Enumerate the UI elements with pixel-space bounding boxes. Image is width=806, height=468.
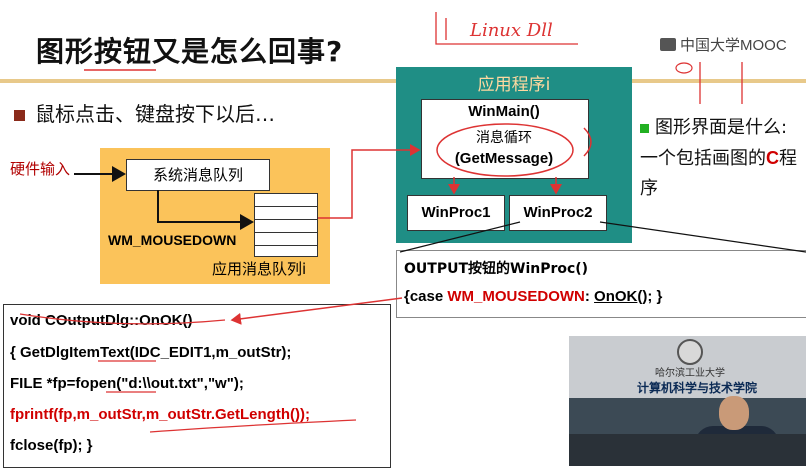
winproc2-to-output-right-line (599, 221, 806, 253)
video-desk (569, 434, 806, 466)
code-line-2: { GetDlgItemText(IDC_EDIT1,m_outStr); (10, 344, 292, 361)
app-panel-title: 应用程序i (477, 75, 551, 95)
case-prefix: {case (404, 288, 448, 305)
winproc2-box: WinProc2 (509, 195, 607, 231)
getmessage-label: (GetMessage) (454, 150, 554, 167)
lecturer-head (719, 396, 749, 430)
mooc-logo: 中国大学MOOC (660, 34, 787, 55)
video-sign-line1: 哈尔滨工业大学 (655, 368, 725, 379)
system-queue-box: 系统消息队列 (126, 159, 270, 191)
winproc1-box: WinProc1 (407, 195, 505, 231)
code-box (3, 304, 391, 468)
video-sign-line2: 计算机科学与技术学院 (637, 381, 758, 395)
bullet1-text: 鼠标点击、键盘按下以后… (35, 102, 275, 126)
case-message: WM_MOUSEDOWN (447, 288, 585, 305)
gui-text-c: C (766, 148, 779, 168)
code-underline-4 (149, 419, 357, 433)
code-line-1: void COutputDlg::OnOK() (10, 312, 193, 329)
case-colon: : (584, 288, 595, 305)
app-queue-box (254, 193, 318, 257)
loop-annotation (583, 127, 592, 157)
output-winproc-box (396, 250, 806, 318)
getmessage-circle (436, 123, 574, 177)
appq-to-winmain-arrow (318, 144, 421, 219)
bullet-mouse-keyboard: 鼠标点击、键盘按下以后… (14, 98, 275, 127)
gui-definition-bullet: 图形界面是什么:一个包括画图的C程序 (640, 113, 800, 204)
university-emblem-icon (677, 339, 703, 365)
green-bullet-icon (640, 123, 649, 133)
handwriting-bracket (435, 12, 578, 45)
handwriting-mark-3 (675, 62, 693, 74)
code-line-4: fprintf(fp,m_outStr,m_outStr.GetLength()… (10, 406, 310, 423)
code-line-5: fclose(fp); } (10, 437, 93, 454)
gui-text-b: 程序 (640, 148, 797, 199)
case-function: OnOK (594, 288, 638, 305)
case-suffix: (); } (637, 288, 663, 305)
code-underline-1 (19, 313, 226, 325)
bullet-square-icon (14, 110, 25, 121)
sysq-to-appq-arrow (157, 190, 254, 230)
output-to-code-arrow (230, 297, 403, 325)
output-case-line: {case WM_MOUSEDOWN: OnOK(); } (404, 288, 662, 305)
output-winproc-title: OUTPUT按钮的WinProc() (404, 261, 589, 277)
wm-mousedown-label: WM_MOUSEDOWN (108, 232, 237, 248)
lecturer-video: 哈尔滨工业大学 计算机科学与技术学院 (569, 336, 806, 466)
code-line-3: FILE *fp=fopen("d:\\out.txt","w"); (10, 375, 244, 392)
message-loop-label: 消息循环 (476, 130, 532, 146)
winmain-box (421, 99, 589, 179)
handwriting-linux-dll: Linux Dll (469, 20, 553, 41)
winmain-label: WinMain() (468, 103, 540, 120)
gui-text-a: 图形界面是什么:一个包括画图的 (640, 117, 788, 169)
winproc2-to-output-left-line (399, 221, 521, 253)
slide-title: 图形按钮又是怎么回事? (36, 35, 344, 68)
app-queue-label: 应用消息队列i (212, 260, 307, 278)
mooc-text: 中国大学MOOC (680, 37, 787, 54)
hardware-input-label: 硬件输入 (10, 160, 71, 178)
mooc-icon (660, 38, 676, 51)
